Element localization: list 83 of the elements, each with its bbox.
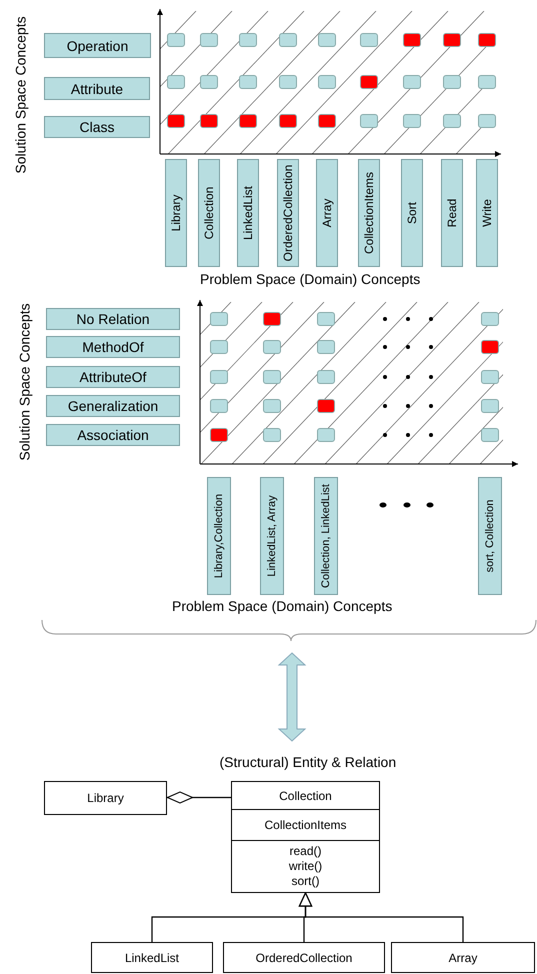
concept-label: Generalization [46,395,180,417]
matrix-cell [478,75,496,89]
matrix-cell [478,33,496,47]
matrix-cell [210,340,228,354]
matrix-cell [279,75,297,89]
concept-label: Write [476,159,498,267]
matrix-cell [263,399,281,413]
inheritance-arrow [298,892,464,942]
matrix-cell [403,75,421,89]
matrix-cell [481,370,499,384]
matrix-cell [478,114,496,128]
matrix-cell [317,399,335,413]
aggregation-line [167,792,231,804]
concept-label: Library [165,159,187,267]
matrix-cell [239,75,257,89]
matrix-cell [318,75,336,89]
concept-label: MethodOf [46,336,180,358]
matrix-cell [443,114,461,128]
matrix-cell [210,399,228,413]
matrix-cell [279,33,297,47]
class-name: Collection [279,788,332,802]
matrix-cell [317,312,335,326]
class-box: Array [391,942,535,973]
class-box: OrderedCollection [223,942,385,973]
matrix-cell [239,114,257,128]
concept-label: Array [316,159,338,267]
concept-label: LinkedList, Array [260,477,284,595]
matrix-cell [263,340,281,354]
concept-label: Collection, LinkedList [314,477,338,595]
matrix-cell [481,312,499,326]
matrix-cell [200,75,218,89]
axis-title: Solution Space Concepts [16,303,32,461]
matrix-cell [403,114,421,128]
matrix-cell [239,33,257,47]
class-attribute: CollectionItems [264,818,347,832]
matrix-cell [360,114,378,128]
concept-label: CollectionItems [358,159,380,267]
matrix-cell [167,75,185,89]
concept-label: Association [46,424,180,446]
concept-label: Operation [44,33,151,58]
section-heading: (Structural) Entity & Relation [220,754,396,770]
matrix-cell [317,428,335,442]
matrix-cell [263,370,281,384]
matrix-cell [263,312,281,326]
matrix-cell [210,370,228,384]
matrix-cell [200,33,218,47]
concept-label: Library,Collection [207,477,231,595]
axis-title: Solution Space Concepts [12,16,28,174]
matrix-cell [263,428,281,442]
matrix-cell [210,312,228,326]
matrix-cell [200,114,218,128]
axis-title: Problem Space (Domain) Concepts [200,271,420,287]
matrix-cell [210,428,228,442]
matrix-cell [317,370,335,384]
matrix-cell [443,75,461,89]
matrix-cell [318,33,336,47]
matrix-cell [279,114,297,128]
matrix-cell [360,33,378,47]
matrix-cell [317,340,335,354]
class-methods: read() write() sort() [288,844,324,889]
concept-label: Sort [401,159,423,267]
concept-label: sort, Collection [478,477,502,595]
matrix-cell [481,340,499,354]
matrix-cell [443,33,461,47]
axis-title: Problem Space (Domain) Concepts [172,598,392,614]
class-box [231,781,380,893]
concept-label: Class [44,116,150,138]
concept-label: Attribute [44,77,150,100]
concept-label: AttributeOf [46,366,180,388]
concept-label: LinkedList [237,159,259,267]
matrix-cell [318,114,336,128]
class-box: LinkedList [91,942,213,973]
matrix-cell [481,428,499,442]
concept-label: Collection [198,159,220,267]
matrix-cell [360,75,378,89]
concept-label: No Relation [46,308,180,330]
matrix-cell [481,399,499,413]
matrix-cell [403,33,421,47]
class-box: Library [44,781,167,815]
concept-label: Read [441,159,463,267]
concept-label: OrderedCollection [277,159,299,267]
matrix-cell [167,114,185,128]
matrix-cell [167,33,185,47]
